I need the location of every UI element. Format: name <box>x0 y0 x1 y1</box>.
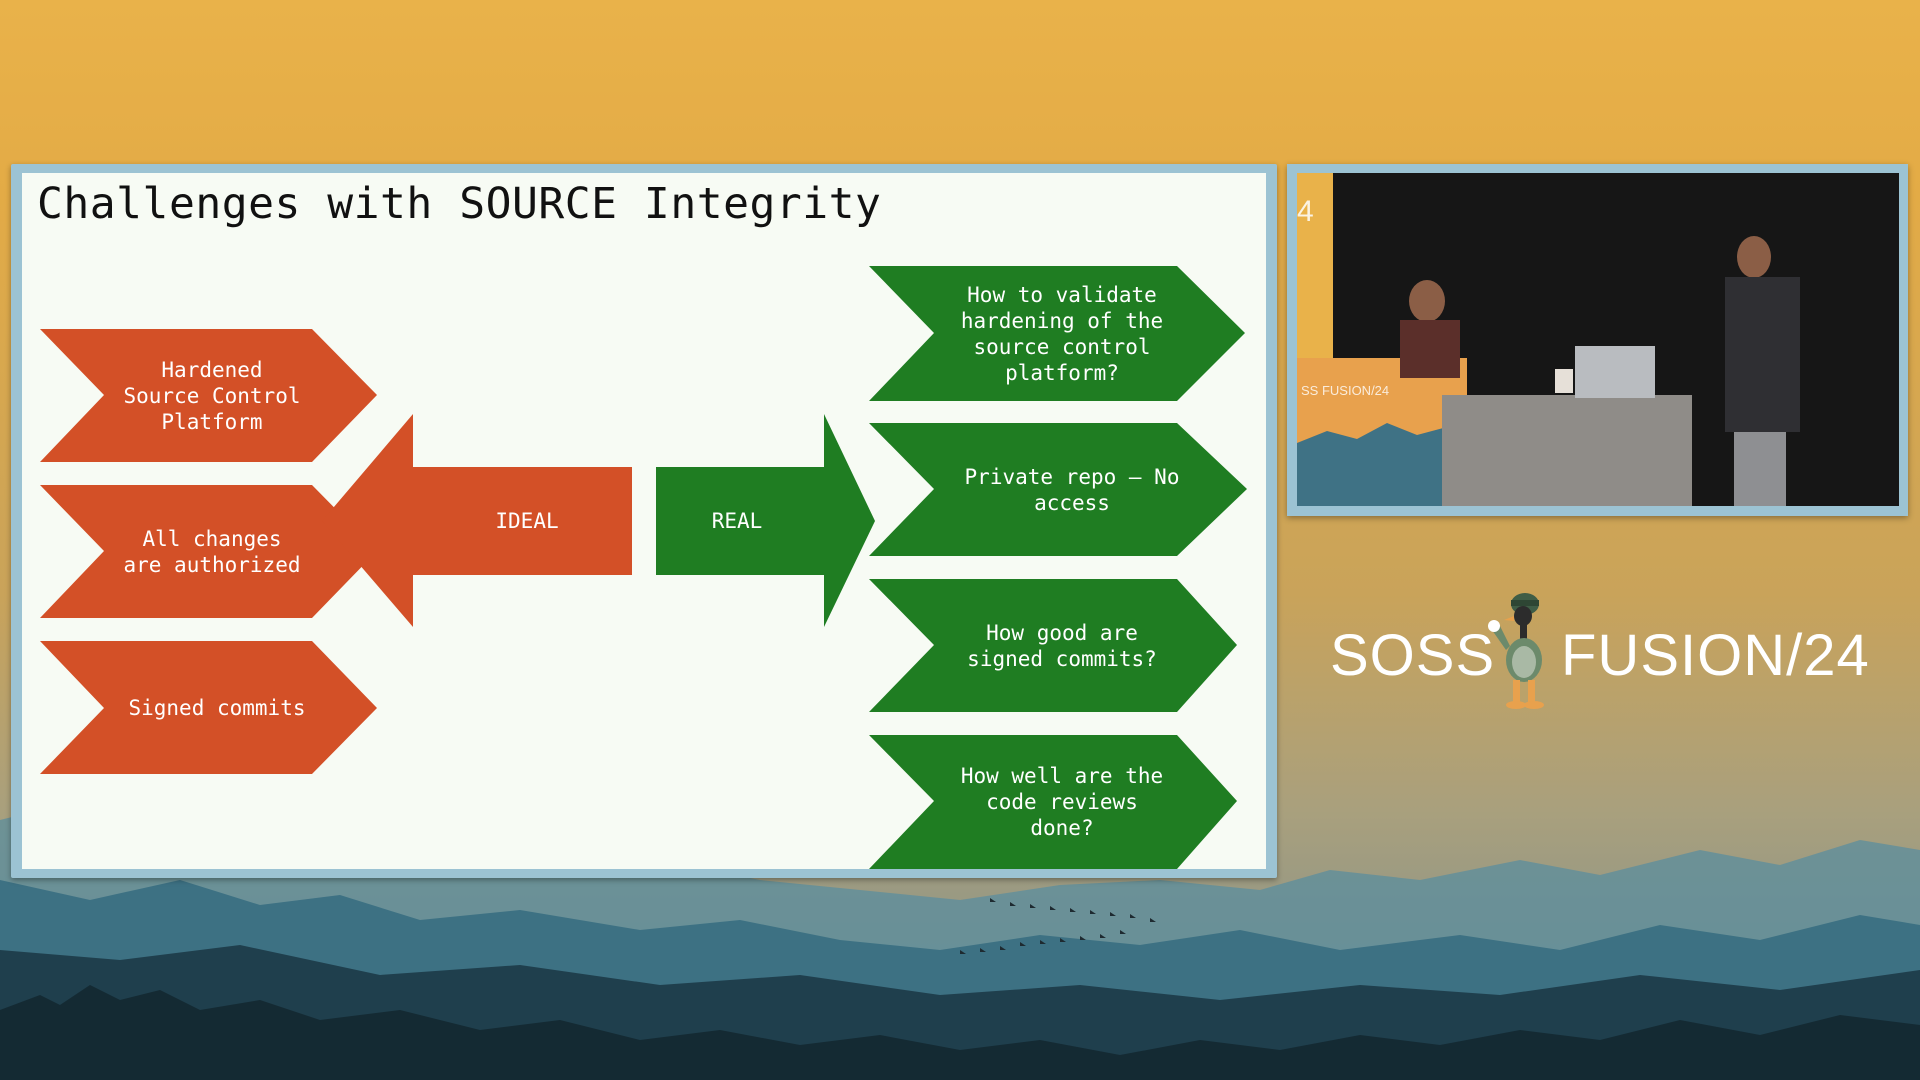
speaker-woman-body <box>1400 320 1460 378</box>
speaker-video-scene <box>1297 173 1899 506</box>
ideal-chevron-3 <box>40 641 377 774</box>
slide-diagram <box>40 266 1247 869</box>
logo-text-fusion: FUSION/24 <box>1561 623 1870 688</box>
real-item-label-3: How good are signed commits? <box>967 620 1157 671</box>
real-chevron-2 <box>869 423 1247 556</box>
real-chevron-1 <box>869 266 1245 401</box>
real-item-label-2: Private repo – No access <box>964 464 1180 515</box>
ideal-item-label-1: Hardened Source Control Platform <box>123 357 301 434</box>
table <box>1442 395 1692 506</box>
ideal-arrow-path <box>322 414 632 627</box>
ideal-chevron-2 <box>40 485 377 618</box>
speaker-video: 4 SS FUSION/24 <box>1297 173 1899 506</box>
birds-flock <box>960 898 1156 954</box>
podium-mountains <box>1297 423 1467 506</box>
real-item-label-1: How to validate hardening of the source … <box>960 282 1164 385</box>
forest-silhouette <box>0 985 1920 1080</box>
slide-title: Challenges with SOURCE Integrity <box>37 179 882 229</box>
ideal-item-label-3: Signed commits <box>128 695 306 720</box>
speaker-man-body <box>1725 277 1800 432</box>
real-chevron-4 <box>869 735 1237 869</box>
real-item-label-4: How well are the code reviews done? <box>960 764 1164 840</box>
speaker-man-legs <box>1734 432 1786 506</box>
real-chevron-3 <box>869 579 1237 712</box>
soss-fusion-logo: SOSS FUSION/24 <box>1330 590 1870 730</box>
booth-digit: 4 <box>1297 195 1314 228</box>
real-arrow-path <box>656 414 875 627</box>
speaker-woman-head <box>1409 280 1445 322</box>
laptop <box>1575 346 1655 398</box>
booth-banner-text: SS FUSION/24 <box>1301 383 1390 398</box>
real-arrow-label: REAL <box>711 509 763 533</box>
ideal-item-label-2: All changes are authorized <box>123 526 301 577</box>
ideal-chevron-1 <box>40 329 377 462</box>
goose-mascot-icon <box>1488 593 1544 709</box>
logo-text-soss: SOSS <box>1330 623 1496 688</box>
ideal-arrow-label: IDEAL <box>495 509 559 533</box>
speaker-man-head <box>1737 236 1771 278</box>
presentation-slide: Challenges with SOURCE Integrity Hardene… <box>22 173 1266 869</box>
cup <box>1555 369 1573 393</box>
